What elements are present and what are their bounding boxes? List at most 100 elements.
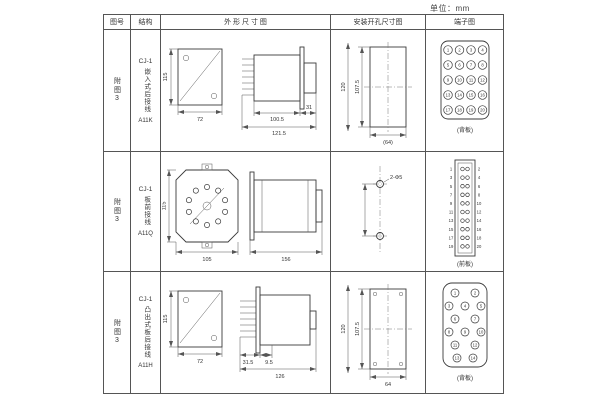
dim-front-width-a11h: 72 xyxy=(196,359,202,365)
svg-text:20: 20 xyxy=(480,107,485,112)
dim-cutout-outer-a11k: 120 xyxy=(341,82,347,91)
svg-text:10: 10 xyxy=(457,77,462,82)
dim-side-total-a11h: 126 xyxy=(275,374,284,380)
svg-text:15: 15 xyxy=(468,92,473,97)
svg-text:12: 12 xyxy=(476,209,481,214)
svg-text:8: 8 xyxy=(477,192,480,197)
figure-no-cell-a11k: 附图3 xyxy=(104,30,131,152)
svg-text:2: 2 xyxy=(458,47,461,52)
svg-text:11: 11 xyxy=(448,209,453,214)
svg-text:10: 10 xyxy=(476,201,481,206)
dim-side-total-a11q: 156 xyxy=(281,257,290,263)
svg-text:3: 3 xyxy=(449,175,452,180)
svg-text:17: 17 xyxy=(448,235,453,240)
dim-side-plate-a11h: 9.5 xyxy=(265,360,273,366)
svg-text:12: 12 xyxy=(480,77,485,82)
svg-text:13: 13 xyxy=(454,355,459,360)
terminal-caption-a11q: (前板) xyxy=(457,260,473,268)
svg-text:6: 6 xyxy=(453,316,456,321)
install-cell-a11q: 2-Φ5 xyxy=(331,152,426,272)
figure-no-cell-a11h: 附图3 xyxy=(104,272,131,393)
svg-text:18: 18 xyxy=(476,235,481,240)
dim-front-height-a11k: 115 xyxy=(163,72,169,81)
structure-name-a11h: 凸出式板后接线 xyxy=(142,305,150,359)
svg-text:14: 14 xyxy=(470,355,475,360)
structure-name-a11k: 嵌入式后接线 xyxy=(142,67,150,113)
svg-text:10: 10 xyxy=(478,329,483,334)
outline-cell-a11q: 115 105 156 xyxy=(161,152,331,272)
svg-text:2: 2 xyxy=(477,166,480,171)
dimension-table: 图号 结构 外 形 尺 寸 图 安装开孔尺寸图 端子图 附图3 CJ-1 嵌入式… xyxy=(103,14,504,394)
series-label-a11q: CJ-1 xyxy=(138,186,153,193)
model-code-a11q: A11Q xyxy=(138,231,153,237)
svg-text:3: 3 xyxy=(447,303,450,308)
svg-text:12: 12 xyxy=(472,342,477,347)
svg-text:8: 8 xyxy=(481,62,484,67)
header-install-dims: 安装开孔尺寸图 xyxy=(331,15,426,30)
svg-text:16: 16 xyxy=(480,92,485,97)
figure-no-cell-a11q: 附图3 xyxy=(104,152,131,272)
svg-text:13: 13 xyxy=(448,218,453,223)
outline-drawing-a11q: 115 105 156 xyxy=(162,163,322,263)
header-figure-no: 图号 xyxy=(104,15,131,30)
dim-cutout-inner-a11k: 107.5 xyxy=(355,80,361,94)
install-cell-a11h: 107.5 120 64 xyxy=(331,272,426,393)
svg-text:9: 9 xyxy=(449,201,452,206)
svg-text:2: 2 xyxy=(473,290,476,295)
dim-cutout-outer-a11h: 120 xyxy=(341,324,347,333)
series-label-a11h: CJ-1 xyxy=(138,295,153,303)
terminal-caption-a11k: (背板) xyxy=(457,126,473,134)
install-drawing-a11q: 2-Φ5 xyxy=(361,165,402,254)
figure-no-a11k: 附图3 xyxy=(113,77,121,104)
svg-text:9: 9 xyxy=(446,77,449,82)
svg-text:15: 15 xyxy=(448,226,453,231)
svg-text:13: 13 xyxy=(445,92,450,97)
structure-name-a11q: 板前接线 xyxy=(142,196,150,226)
svg-text:5: 5 xyxy=(479,303,482,308)
dim-front-width-a11q: 105 xyxy=(202,257,211,263)
dim-side-front-a11k: 31 xyxy=(305,105,311,111)
svg-text:11: 11 xyxy=(452,342,457,347)
header-structure: 结构 xyxy=(131,15,161,30)
svg-text:16: 16 xyxy=(476,226,481,231)
svg-text:6: 6 xyxy=(458,62,461,67)
svg-text:4: 4 xyxy=(463,303,466,308)
model-code-a11k: A11K xyxy=(138,117,153,124)
svg-text:1: 1 xyxy=(453,290,456,295)
svg-text:7: 7 xyxy=(473,316,476,321)
outline-cell-a11k: 115 72 100.5 31 xyxy=(161,30,331,152)
dim-front-height-a11q: 115 xyxy=(162,201,168,210)
svg-text:18: 18 xyxy=(457,107,462,112)
svg-text:1: 1 xyxy=(449,166,452,171)
header-terminal-diagram: 端子图 xyxy=(426,15,503,30)
outline-drawing-a11h: 115 72 31.5 9.5 xyxy=(163,286,316,380)
figure-no-a11q: 附图3 xyxy=(113,198,121,225)
install-drawing-a11h: 107.5 120 64 xyxy=(341,283,412,388)
outline-drawing-a11k: 115 72 100.5 31 xyxy=(163,46,316,137)
svg-text:20: 20 xyxy=(476,244,481,249)
dim-side-pins-a11h: 31.5 xyxy=(242,360,253,366)
dim-cutout-width-a11k: (64) xyxy=(383,140,393,146)
terminal-caption-a11h: (背板) xyxy=(457,374,473,382)
series-label-a11k: CJ-1 xyxy=(138,57,153,65)
svg-text:14: 14 xyxy=(457,92,462,97)
header-outline-dims: 外 形 尺 寸 图 xyxy=(161,15,331,30)
svg-text:11: 11 xyxy=(468,77,473,82)
svg-text:19: 19 xyxy=(468,107,473,112)
unit-label: 单位：mm xyxy=(430,4,470,13)
svg-text:1: 1 xyxy=(446,47,449,52)
dim-front-width-a11k: 72 xyxy=(196,117,202,123)
dim-front-height-a11h: 115 xyxy=(163,314,169,323)
svg-text:7: 7 xyxy=(449,192,452,197)
svg-text:17: 17 xyxy=(445,107,450,112)
svg-text:4: 4 xyxy=(481,47,484,52)
pin-comb-a11k xyxy=(241,58,254,95)
